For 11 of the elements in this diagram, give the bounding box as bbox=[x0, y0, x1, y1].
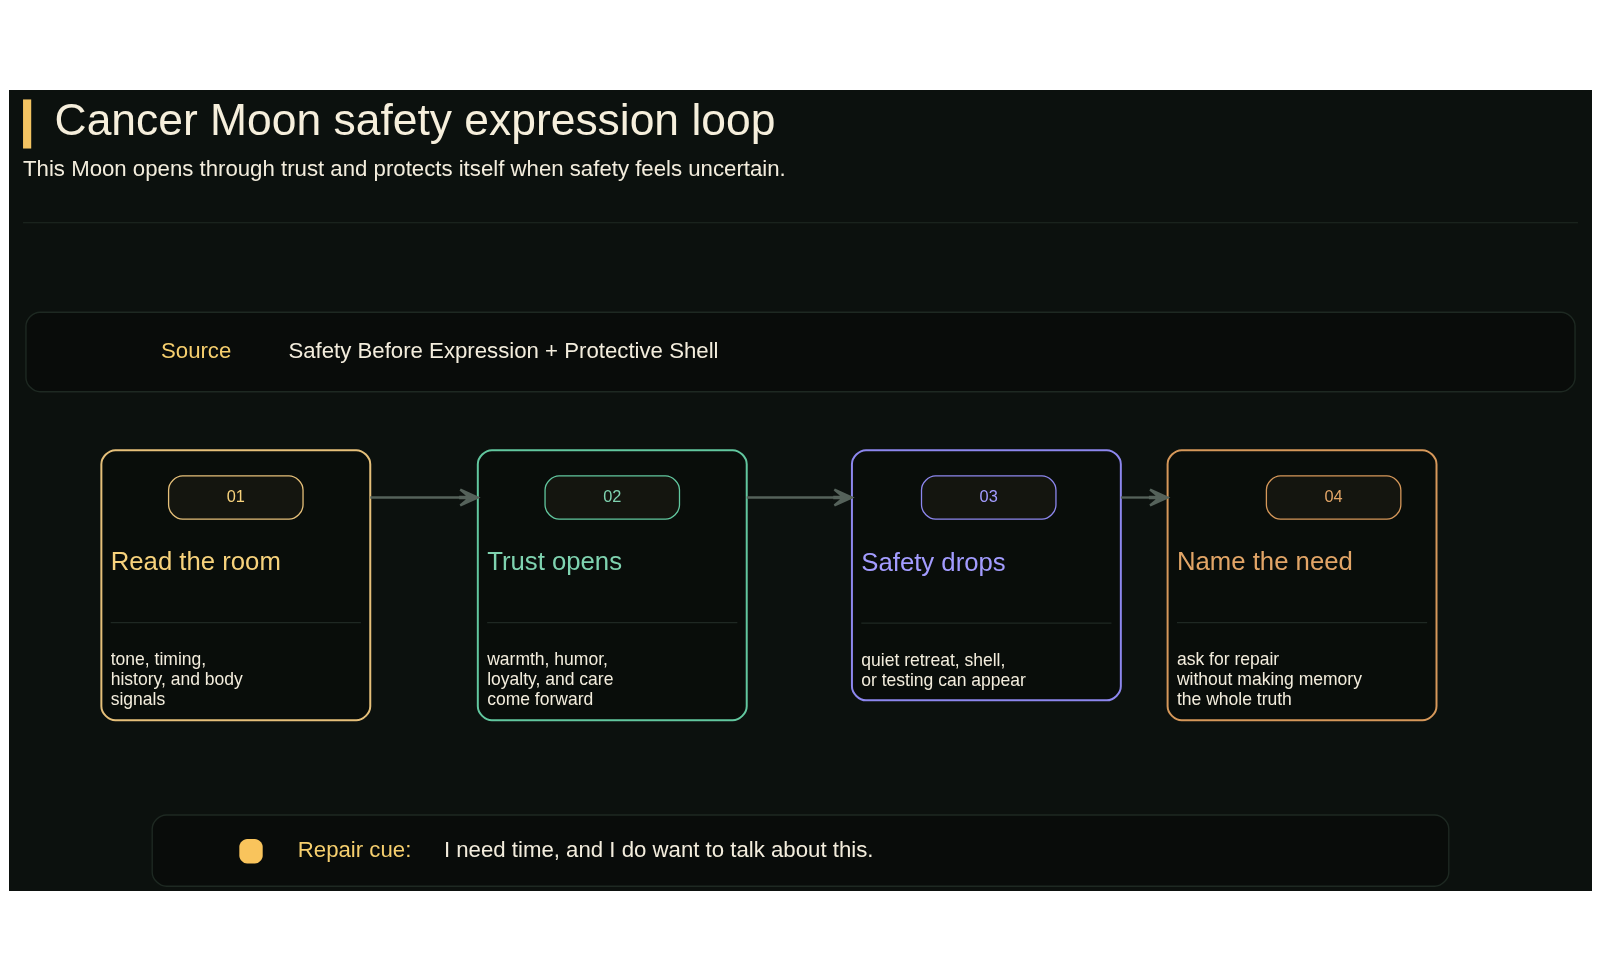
node-box: Source Safety Before Expression + Protective Shell bbox=[24, 311, 1576, 392]
label: This Moon opens through trust and protects itself when safety feels uncertain. bbox=[22, 155, 786, 181]
node-box: 01 bbox=[167, 474, 304, 520]
arrow bbox=[369, 487, 479, 507]
node-box: 03 bbox=[920, 474, 1057, 520]
arrow bbox=[1120, 487, 1169, 507]
diagram-title: Cancer Moon safety expression loop bbox=[54, 94, 775, 144]
node-box: Repair cue: I need time, and I do want to talk about this. bbox=[151, 813, 1449, 887]
arrow bbox=[746, 487, 853, 507]
node-box: 04 bbox=[1265, 474, 1401, 520]
node-box: 02 bbox=[543, 474, 680, 520]
